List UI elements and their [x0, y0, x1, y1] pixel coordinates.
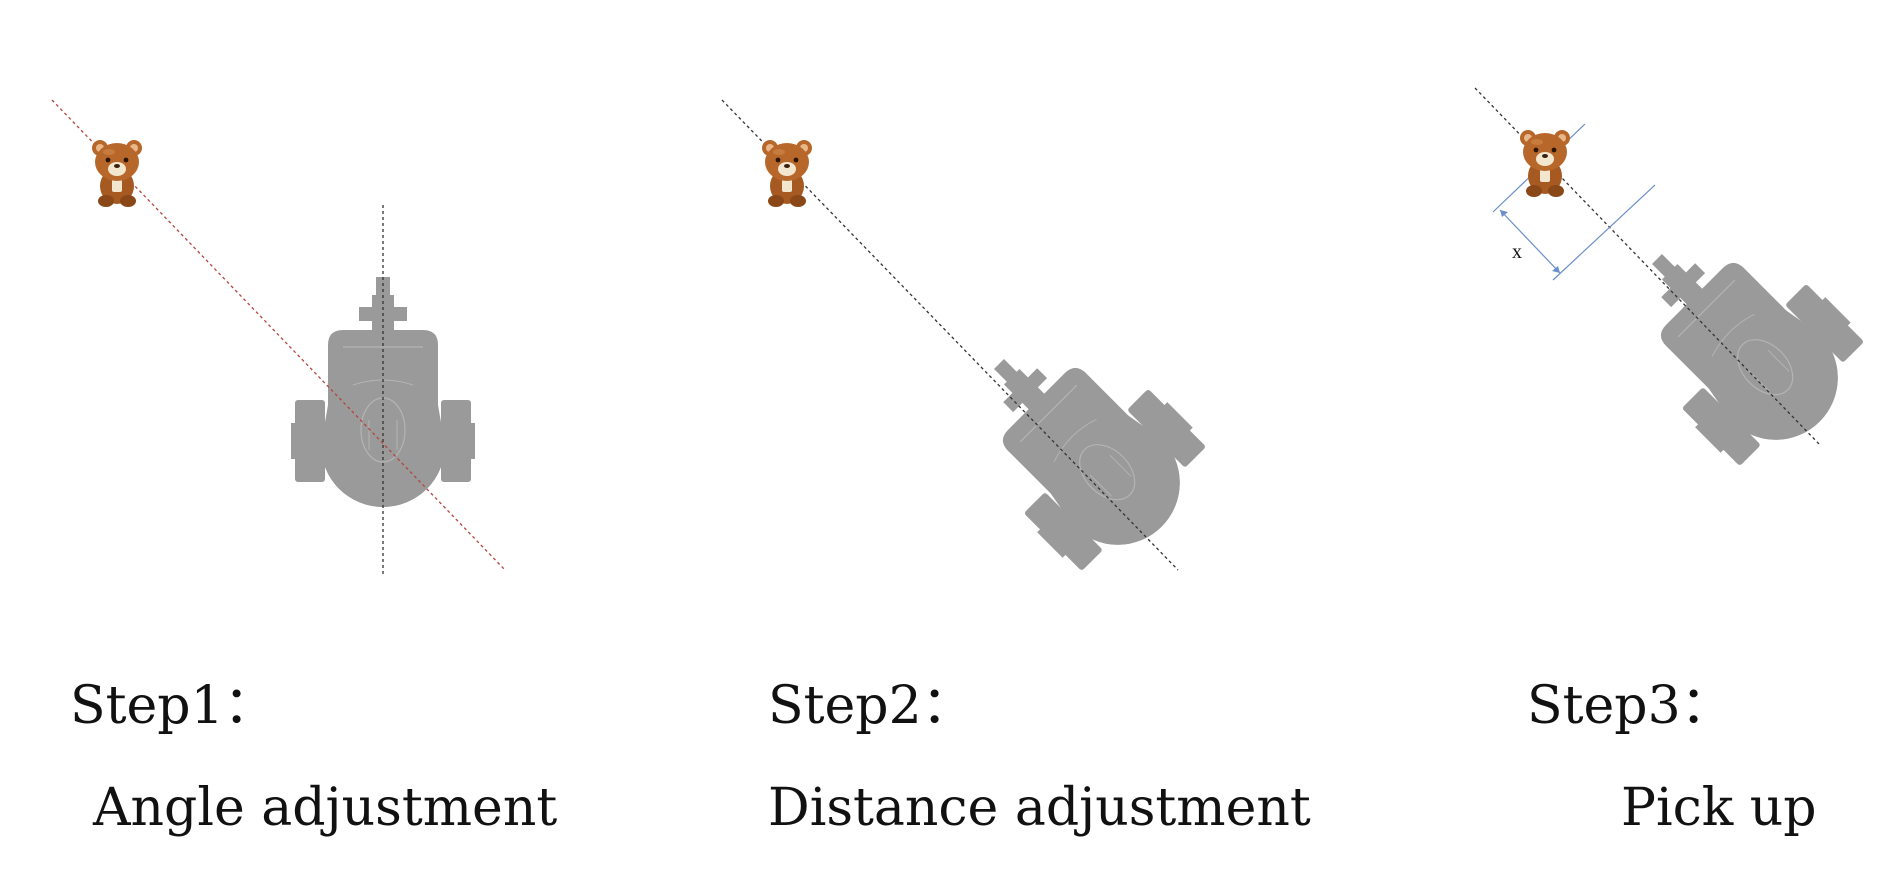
step-2-label: Step2： [768, 676, 974, 736]
dimension-label: x [1512, 241, 1522, 263]
robot-vacuum-icon [933, 298, 1228, 593]
step-1-label: Step1： [70, 676, 276, 736]
panel-1-figure [51, 99, 506, 575]
teddy-bear-icon [1520, 130, 1570, 197]
robot-axis-line [1474, 87, 1821, 446]
panel-3-figure: x [1474, 87, 1886, 488]
step-3-label: Step3： [1527, 676, 1733, 736]
dimension-line [1499, 209, 1561, 274]
dimension-arrow [1552, 266, 1560, 273]
dimension-arrow [1500, 210, 1508, 217]
step-1-caption: Angle adjustment [93, 778, 558, 838]
dimension-extension-line [1552, 184, 1656, 281]
robot-vacuum-icon [1591, 193, 1886, 488]
teddy-bear-icon [762, 140, 812, 207]
panel-2-figure [721, 99, 1228, 593]
step-2-caption: Distance adjustment [768, 778, 1311, 838]
teddy-bear-icon [92, 140, 142, 207]
step-3-caption: Pick up [1621, 778, 1817, 838]
